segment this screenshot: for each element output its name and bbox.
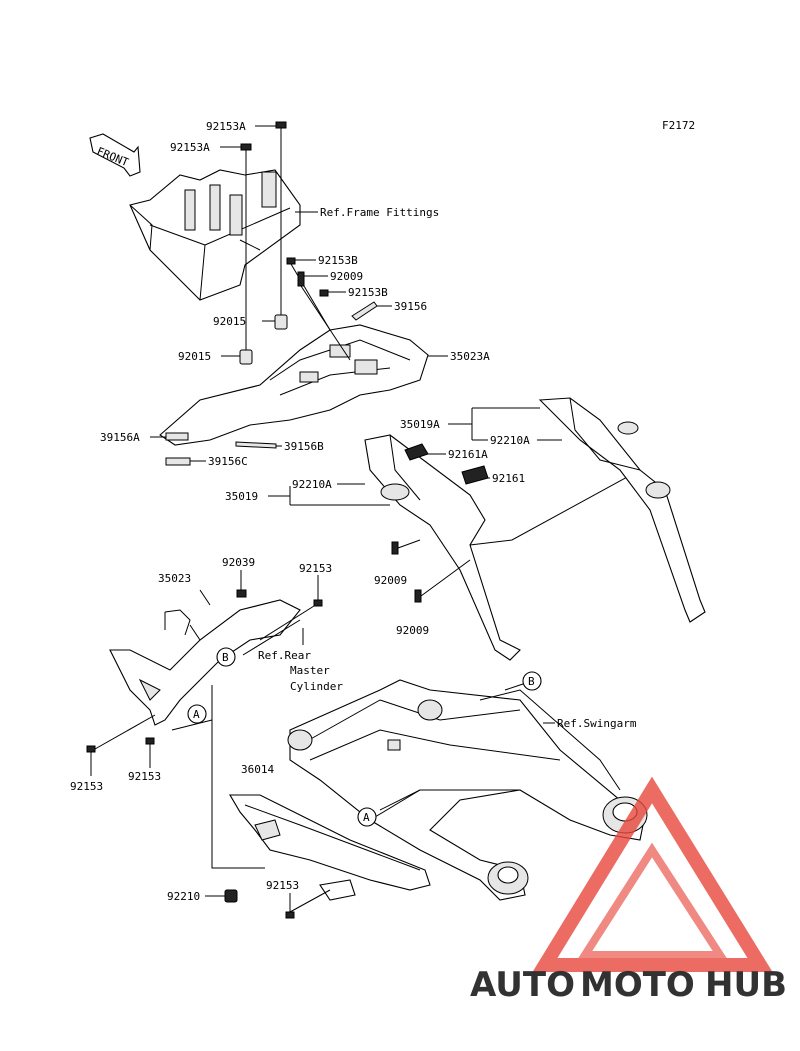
label-92153-left-b: 92153	[128, 770, 161, 783]
label-92039: 92039	[222, 556, 255, 569]
label-39156B: 39156B	[284, 440, 324, 453]
label-92153A-top: 92153A	[206, 120, 246, 133]
label-92161: 92161	[492, 472, 525, 485]
label-92153-mc: 92153	[299, 562, 332, 575]
bolt-92039	[236, 570, 247, 598]
watermark-hub: HUB	[705, 965, 787, 1005]
callout-b-right: B	[522, 671, 542, 691]
pad-39156A	[165, 432, 189, 441]
label-92161A: 92161A	[448, 448, 488, 461]
label-ref-frame-fittings: Ref.Frame Fittings	[320, 206, 439, 219]
callout-b-left-label: B	[222, 651, 229, 664]
label-92009-top: 92009	[330, 270, 363, 283]
bolt-92009-mid	[391, 539, 421, 555]
callout-a-left-label: A	[193, 708, 200, 721]
bolt-92153B-lower	[319, 289, 346, 297]
label-39156A: 39156A	[100, 431, 140, 444]
label-39156: 39156	[394, 300, 427, 313]
front-arrow-icon: FRONT	[89, 133, 141, 177]
bolt-92153-left-b	[145, 737, 155, 768]
watermark-moto: MOTO	[580, 965, 695, 1005]
bolt-92153-mc	[259, 575, 323, 641]
pad-39156	[351, 301, 378, 321]
bolt-92009-low	[414, 559, 471, 603]
label-92153-low: 92153	[266, 879, 299, 892]
frame-fittings-tray	[129, 169, 301, 301]
label-92153A: 92153A	[170, 141, 210, 154]
label-92153-left-a: 92153	[70, 780, 103, 793]
label-39156C: 39156C	[208, 455, 248, 468]
figure-code: F2172	[662, 119, 695, 132]
fender-35023A	[159, 324, 448, 446]
label-36014: 36014	[241, 763, 274, 776]
pad-39156B	[235, 441, 277, 449]
label-92210: 92210	[167, 890, 200, 903]
label-35019A: 35019A	[400, 418, 440, 431]
label-35019: 35019	[225, 490, 258, 503]
label-92009-low: 92009	[396, 624, 429, 637]
callout-a-left: A	[187, 704, 207, 724]
watermark-triangle-icon	[532, 776, 773, 972]
chain-cover-36014	[229, 794, 431, 901]
callout-b-right-label: B	[528, 675, 535, 688]
collar-92210	[205, 889, 238, 903]
bolt-92153A-left	[220, 143, 252, 352]
label-92015-b: 92015	[178, 350, 211, 363]
label-92210A-right: 92210A	[490, 434, 530, 447]
pad-39156C	[165, 457, 191, 466]
subframe-35019A	[538, 397, 706, 623]
label-92153B-top: 92153B	[318, 254, 358, 267]
label-ref-swingarm: Ref.Swingarm	[557, 717, 637, 730]
callout-b-left: B	[216, 647, 236, 667]
label-35023A: 35023A	[450, 350, 490, 363]
collar-92015-a	[262, 314, 288, 330]
watermark-auto: AUTO	[470, 965, 575, 1005]
label-35023: 35023	[158, 572, 191, 585]
bolt-92153-left-a	[86, 714, 156, 776]
label-92009-mid: 92009	[374, 574, 407, 587]
bolt-92153-low	[285, 889, 331, 919]
label-92015-a: 92015	[213, 315, 246, 328]
label-92210A: 92210A	[292, 478, 332, 491]
callout-a-center: A	[357, 807, 377, 827]
subframe-35019	[364, 434, 641, 661]
fender-35023	[109, 599, 301, 726]
collar-92015-b	[221, 349, 253, 365]
label-ref-rear: Ref.Rear	[258, 649, 311, 662]
label-92153B: 92153B	[348, 286, 388, 299]
label-cylinder: Cylinder	[290, 680, 343, 693]
label-master: Master	[290, 664, 330, 677]
bolt-92009-top	[297, 271, 351, 361]
callout-a-center-label: A	[363, 811, 370, 824]
bolt-92153A-right	[255, 121, 287, 318]
watermark-logo: AUTO MOTO HUB	[470, 776, 787, 1005]
